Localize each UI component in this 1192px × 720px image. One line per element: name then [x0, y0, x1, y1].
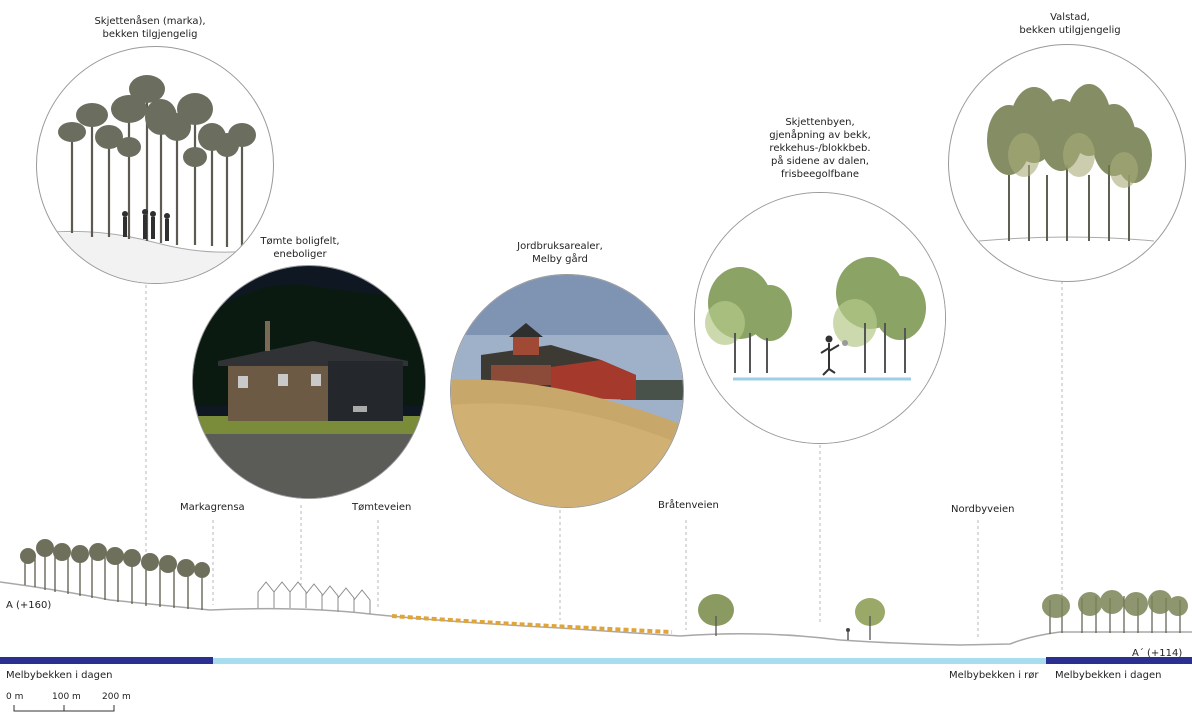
road-label-nordbyveien: Nordbyveien	[951, 504, 1015, 515]
viewpoint-label-valstad: Valstad,bekken utilgjengelig	[1019, 12, 1121, 36]
stream-label-open-left: Melbybekken i dagen	[6, 670, 113, 681]
stream-open-right-bar	[1046, 657, 1192, 664]
elevation-start-label: A (+160)	[6, 600, 52, 611]
scale-label-200: 200 m	[102, 692, 131, 702]
elevation-end-label: A´ (+114)	[1132, 648, 1183, 659]
stream-pipe-bar	[213, 658, 1046, 664]
viewpoint-label-skjettenasen: Skjettenåsen (marka),bekken tilgjengelig	[94, 16, 206, 40]
viewpoint-label-skjettenbyen: Skjettenbyen,gjenåpning av bekk,rekkehus…	[769, 117, 871, 180]
road-label-bratenveien: Bråtenveien	[658, 500, 719, 511]
scale-label-0: 0 m	[6, 692, 24, 702]
stream-open-left-bar	[0, 657, 213, 664]
viewpoint-image-valstad	[948, 44, 1186, 282]
stream-label-open-right: Melbybekken i dagen	[1055, 670, 1162, 681]
viewpoint-label-tomte: Tømte boligfelt,eneboliger	[260, 236, 340, 260]
viewpoint-label-jordbruk: Jordbruksarealer,Melby gård	[517, 241, 603, 265]
road-label-tomteveien: Tømteveien	[352, 502, 412, 513]
road-label-markagrensa: Markagrensa	[180, 502, 245, 513]
viewpoint-image-skjettenbyen	[694, 192, 946, 444]
viewpoint-image-melby	[450, 274, 684, 508]
stream-label-pipe: Melbybekken i rør	[949, 670, 1039, 681]
scale-label-100: 100 m	[52, 692, 81, 702]
